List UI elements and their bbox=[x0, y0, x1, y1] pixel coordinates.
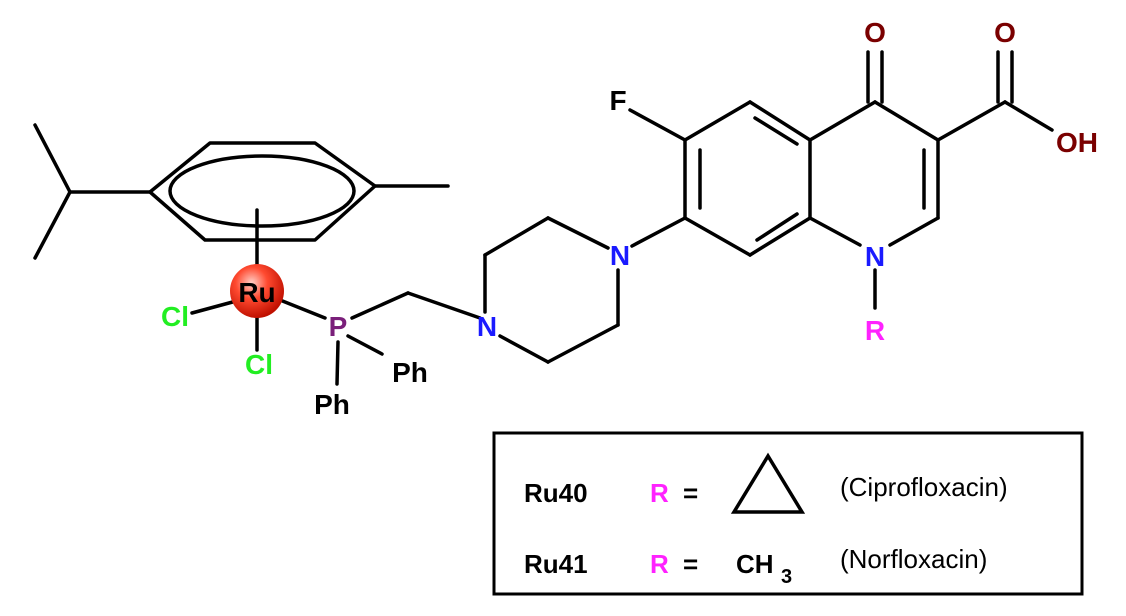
methyl-subscript: 3 bbox=[781, 566, 792, 588]
r-group: R bbox=[865, 315, 885, 346]
phenyl-1: Ph bbox=[392, 357, 428, 388]
ruthenium-center: Ru Cl Cl bbox=[161, 264, 327, 380]
phenyl-2: Ph bbox=[314, 389, 350, 420]
atom-o-acid: O bbox=[994, 17, 1016, 48]
atom-o-keto: O bbox=[864, 17, 886, 48]
atom-oh: OH bbox=[1056, 127, 1098, 158]
legend-box: Ru40 R = (Ciprofloxacin) Ru41 R = CH 3 (… bbox=[492, 431, 1084, 596]
norfloxacin-note: (Norfloxacin) bbox=[840, 544, 987, 574]
atom-cl-1: Cl bbox=[161, 301, 189, 332]
compound-ru41: Ru41 bbox=[524, 549, 588, 579]
equals-1: = bbox=[683, 478, 698, 508]
methyl-ch: CH bbox=[736, 549, 774, 579]
quinolone-core: F O O OH N R bbox=[609, 17, 1098, 346]
r-label-1: R bbox=[650, 478, 669, 508]
piperazine-ring: N N bbox=[477, 216, 687, 364]
legend-frame bbox=[492, 431, 1084, 596]
phosphine-linker: P Ph Ph bbox=[314, 291, 482, 420]
ciprofloxacin-note: (Ciprofloxacin) bbox=[840, 472, 1008, 502]
atom-n-piperazine-1: N bbox=[477, 311, 497, 342]
atom-f: F bbox=[609, 85, 626, 116]
cyclopropyl-icon bbox=[730, 452, 806, 514]
atom-cl-2: Cl bbox=[245, 349, 273, 380]
r-label-2: R bbox=[650, 549, 669, 579]
compound-ru40: Ru40 bbox=[524, 478, 588, 508]
ruthenium-sphere bbox=[230, 264, 284, 318]
atom-p: P bbox=[329, 311, 348, 342]
equals-2: = bbox=[683, 549, 698, 579]
cymene-ring bbox=[33, 123, 450, 274]
atom-n-piperazine-2: N bbox=[610, 240, 630, 271]
atom-n-quinolone: N bbox=[865, 241, 885, 272]
atom-ru: Ru bbox=[238, 277, 275, 308]
